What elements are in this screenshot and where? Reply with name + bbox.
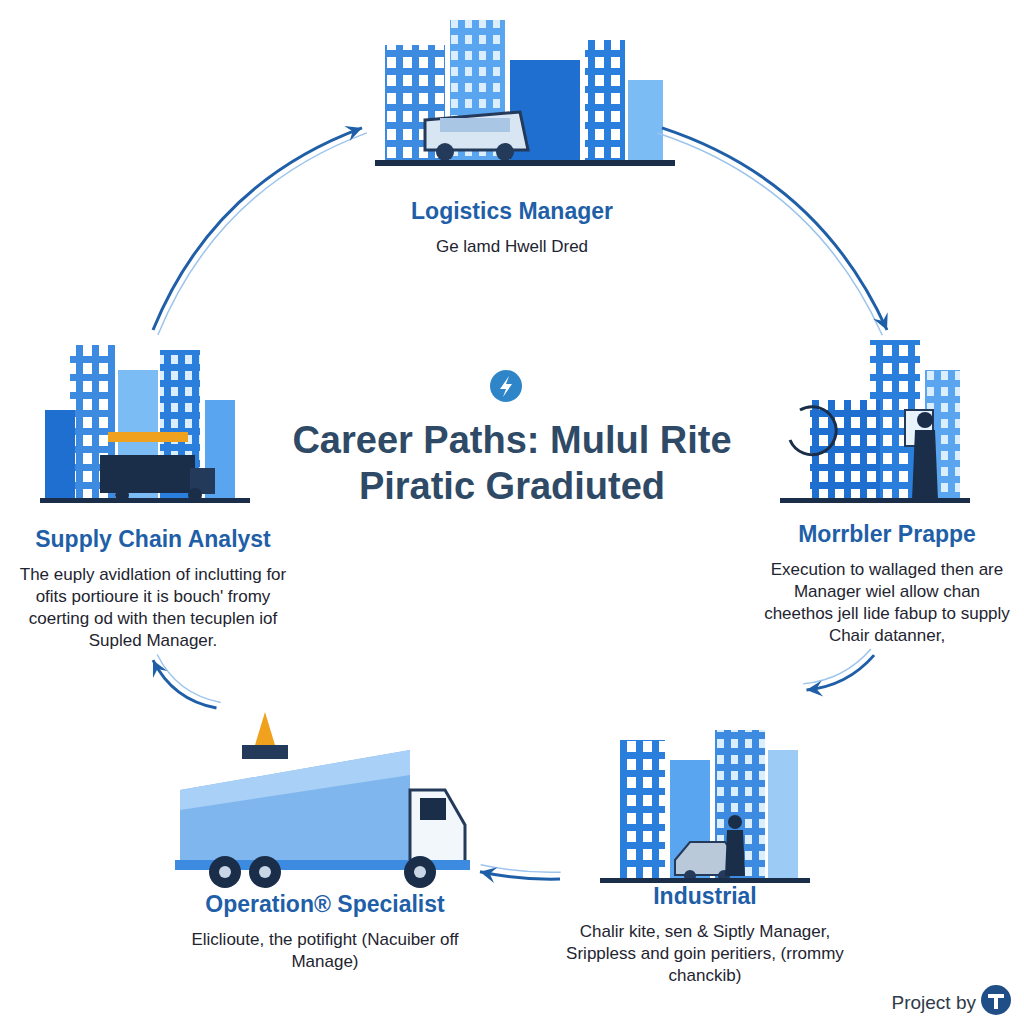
node-heading: Supply Chain Analyst <box>8 525 298 554</box>
diagram-title: Career Paths: Mulul Rite Piratic Gradiut… <box>292 418 732 509</box>
career-node: IndustrialChalir kite, sen & Siptly Mana… <box>560 690 850 995</box>
node-description: Eliclioute, the potifight (Nacuiber off … <box>170 929 480 973</box>
arrow-head <box>807 681 824 697</box>
arrow-head <box>480 867 497 883</box>
arrow-line <box>153 128 362 330</box>
career-node: Logistics Manager Ge lamd Hwell Dred <box>362 15 662 266</box>
career-node: Supply Chain AnalystThe euply avidlation… <box>8 330 298 660</box>
city-truck-illustration <box>40 345 250 503</box>
career-node: Morrbler PrappeExecution to wallaged the… <box>758 330 1016 655</box>
arrow-line <box>662 128 887 330</box>
arrow-head <box>873 312 888 330</box>
node-description: Ge lamd Hwell Dred <box>362 236 662 258</box>
industrial-illustration <box>600 730 810 883</box>
node-heading: Logistics Manager <box>362 197 662 226</box>
node-heading: Morrbler Prappe <box>758 520 1016 549</box>
cycle-arrow <box>153 655 221 708</box>
arrow-line <box>153 660 217 708</box>
arrow-shadow-line <box>158 133 367 335</box>
office-worker-illustration <box>780 340 970 503</box>
arrow-shadow-line <box>157 655 221 703</box>
logo-badge <box>981 985 1011 1015</box>
career-node: Operation® SpecialistEliclioute, the pot… <box>170 708 480 981</box>
cycle-arrow <box>153 126 367 335</box>
arrow-head <box>153 660 167 678</box>
arrow-shadow-line <box>657 133 882 335</box>
city-van-illustration <box>375 20 675 166</box>
cycle-arrow <box>480 865 561 883</box>
bolt-icon <box>490 370 522 402</box>
node-heading: Operation® Specialist <box>170 890 480 919</box>
node-description: Execution to wallaged then are Manager w… <box>758 559 1016 647</box>
node-heading: Industrial <box>560 882 850 911</box>
truck-illustration <box>175 712 470 888</box>
arrow-line <box>480 872 560 879</box>
cycle-arrow <box>657 128 887 335</box>
node-description: Chalir kite, sen & Siptly Manager, Sripp… <box>560 921 850 987</box>
node-description: The euply avidlation of inclutting for o… <box>8 564 298 652</box>
arrow-head <box>344 126 362 141</box>
credit-label: Project by <box>892 992 976 1014</box>
cycle-arrow <box>803 649 874 697</box>
